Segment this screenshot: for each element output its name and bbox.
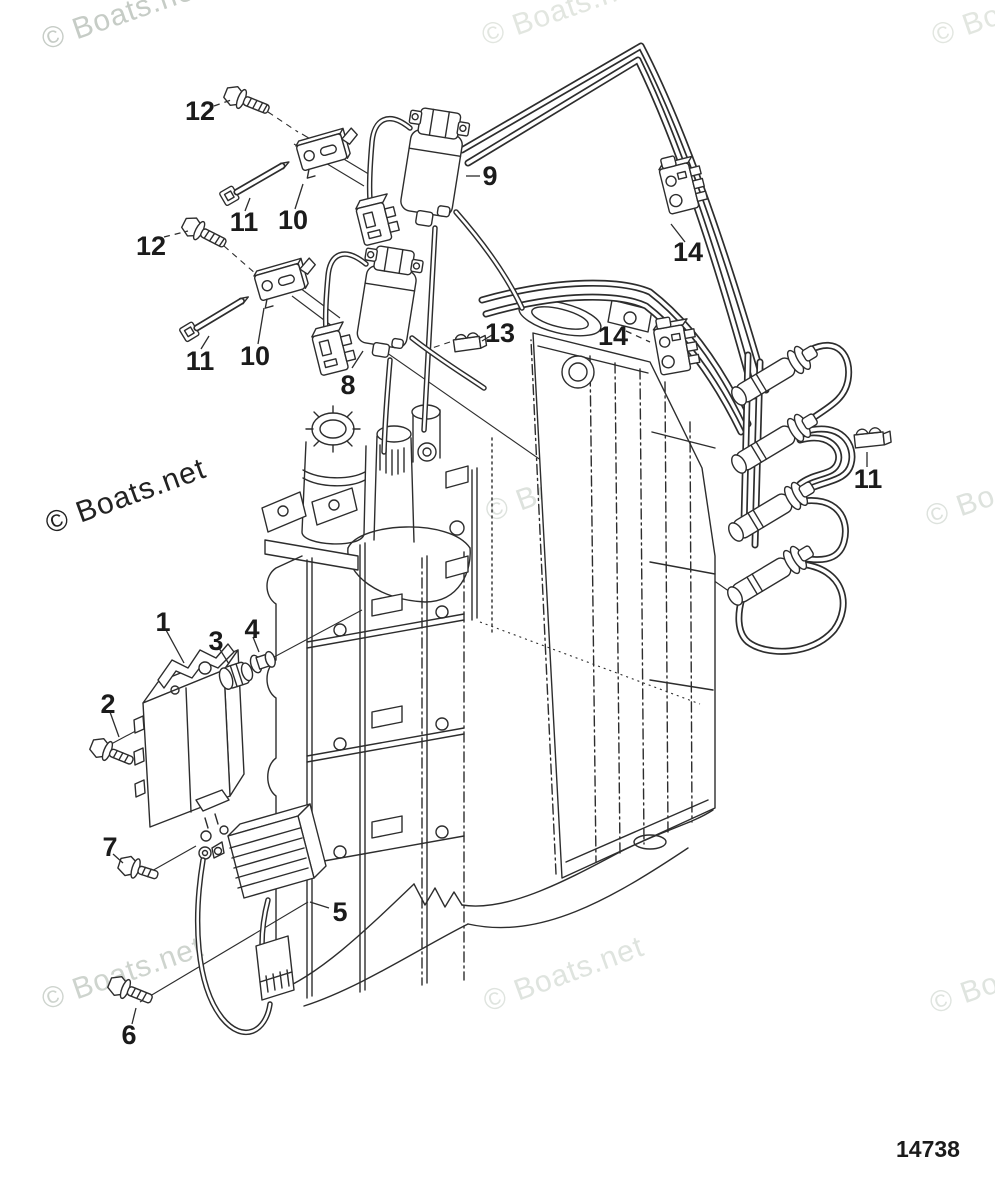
cable-strap-11-top — [219, 161, 290, 207]
watermark-bottom-right: © Boats.net — [926, 935, 995, 1021]
callout-10-top: 10 — [278, 205, 308, 235]
spark-plug-boot-3 — [728, 481, 815, 542]
watermark-bottom-left: © Boats.net — [38, 931, 208, 1017]
callout-12-top: 12 — [185, 96, 215, 126]
callout-4: 4 — [244, 614, 259, 644]
grommet-3 — [218, 661, 254, 690]
callout-11-mid: 11 — [186, 346, 215, 376]
coil-connector-8 — [311, 321, 357, 376]
ecu-mount-bolt-2 — [89, 738, 134, 765]
callout-5: 5 — [332, 897, 347, 927]
watermark-top-left: © Boats.net — [38, 0, 208, 57]
watermarks: © Boats.net © Boats.net © Boats.net © Bo… — [38, 0, 995, 1021]
callout-10-mid: 10 — [240, 341, 270, 371]
coil-9-wires — [366, 116, 525, 433]
watermark-bottom-center: © Boats.net — [479, 930, 648, 1019]
wire-clamp-13 — [452, 332, 488, 353]
callout-11-right: 11 — [854, 464, 883, 494]
callout-3: 3 — [208, 626, 223, 656]
callout-13: 13 — [485, 318, 515, 348]
watermark-top-center: © Boats.net — [478, 0, 648, 53]
callout-7: 7 — [102, 832, 117, 862]
callout-2: 2 — [100, 689, 115, 719]
watermark-mid-left: © Boats.net — [41, 452, 210, 541]
callout-14-mid: 14 — [598, 321, 628, 351]
bolt-6 — [107, 976, 153, 1004]
callout-8: 8 — [340, 370, 355, 400]
spark-plug-boot-2 — [731, 413, 818, 474]
coil-bracket-10-mid — [253, 257, 316, 309]
coil-bracket-10-top — [295, 127, 358, 179]
ignition-coil-9 — [400, 107, 471, 227]
hex-bolt-12-top — [223, 86, 270, 114]
spark-plug-boots — [727, 345, 818, 606]
regulator-connector — [255, 897, 295, 1001]
spark-plug-boot-4 — [727, 545, 814, 606]
callout-1: 1 — [155, 607, 170, 637]
callout-12-mid: 12 — [136, 231, 166, 261]
callout-11-top: 11 — [230, 207, 259, 237]
coil-connector-9 — [355, 193, 400, 246]
engine-block — [261, 299, 716, 1007]
callout-14-top: 14 — [673, 237, 703, 267]
watermark-top-right: © Boats.net — [928, 0, 995, 53]
callout-numbers: 12 11 10 12 11 10 9 8 13 14 14 11 1 3 4 … — [100, 96, 882, 1050]
watermark-mid-right: © Boats.net — [922, 448, 995, 534]
wire-clamp-11-right — [853, 427, 892, 449]
bolt-7 — [117, 855, 159, 880]
grommet-4 — [249, 650, 276, 674]
hex-bolt-12-mid — [181, 217, 227, 248]
coil-8-wires — [322, 251, 487, 455]
callout-6: 6 — [121, 1020, 136, 1050]
regulator-ground-wire — [195, 846, 273, 1036]
spark-plug-boot-1 — [731, 345, 818, 406]
callout-leader-lines — [109, 99, 868, 1025]
terminal-connector-14-top — [658, 155, 709, 215]
terminal-connector-14-mid — [652, 316, 701, 376]
rectifier-regulator-5 — [211, 803, 327, 899]
callout-9: 9 — [482, 161, 497, 191]
ignition-coil-8 — [356, 245, 424, 358]
cable-strap-11-mid — [179, 296, 249, 343]
diagram-number: 14738 — [896, 1136, 960, 1162]
ecu-module-1 — [133, 643, 245, 842]
